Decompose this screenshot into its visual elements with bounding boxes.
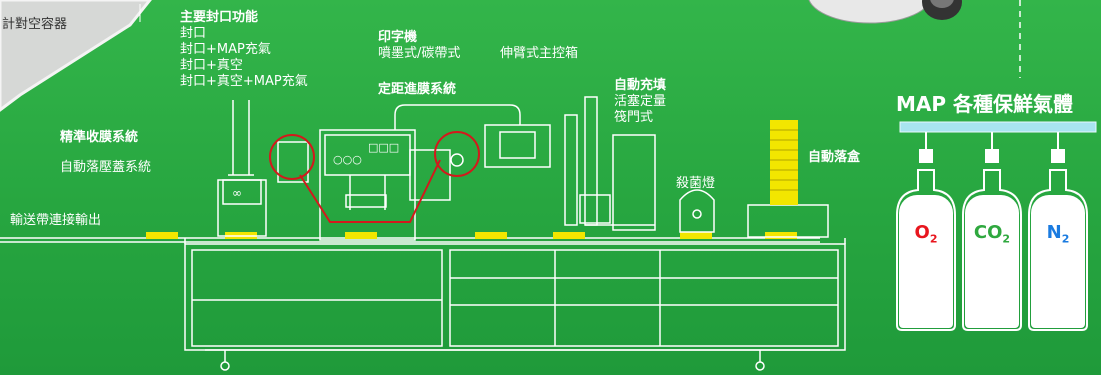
gas-n2-label: N2 (1046, 222, 1070, 246)
filling-unit (564, 96, 656, 231)
cylinder-o2 (899, 195, 953, 328)
filling-title: 自動充填 (614, 78, 667, 93)
gas-o2-label: O2 (914, 222, 938, 246)
fan-icon: ∞ (232, 186, 242, 200)
gas-co2-label: CO2 (973, 222, 1011, 246)
panel-buttons: ○○○ (333, 153, 362, 166)
precise-film-label: 精準收膜系統 (60, 130, 139, 145)
auto-lid-label: 自動落壓蓋系統 (60, 160, 152, 175)
film-feed-label: 定距進膜系統 (378, 82, 457, 97)
cylinder-n2 (1031, 195, 1085, 328)
sealing-item: 封口+真空 (180, 58, 243, 73)
sealing-item: 封口+MAP充氣 (180, 42, 271, 57)
map-title: MAP 各種保鮮氣體 (896, 92, 1074, 116)
corner-label: 計對空容器 (2, 17, 68, 32)
film-path (269, 131, 480, 223)
gas-manifold (899, 121, 1097, 133)
filling-item: 活塞定量 (614, 94, 667, 109)
box-dropper (747, 120, 829, 238)
filling-item: 筏門式 (614, 110, 654, 125)
conveyor-frame (0, 237, 846, 371)
sealing-machine (277, 104, 551, 241)
auto-box-label: 自動落盒 (808, 150, 861, 165)
conveyor-label: 輸送帶連接輸出 (10, 213, 102, 228)
gas-cylinders (896, 132, 1088, 331)
lid-unit (217, 100, 267, 237)
sealing-title: 主要封口功能 (180, 10, 259, 25)
sterilizer-lamp (679, 189, 715, 233)
sealing-item: 封口 (180, 26, 207, 41)
cylinder-co2 (965, 195, 1019, 328)
printer-subtitle: 噴墨式/碳帶式 (378, 46, 461, 61)
printer-title: 印字機 (378, 30, 418, 45)
product-image (808, 0, 962, 24)
panel-buttons-2: □□□ (368, 141, 400, 154)
sealing-item: 封口+真空+MAP充氣 (180, 74, 308, 89)
sterilizer-label: 殺菌燈 (676, 176, 716, 191)
control-box-label: 伸臂式主控箱 (500, 46, 579, 61)
